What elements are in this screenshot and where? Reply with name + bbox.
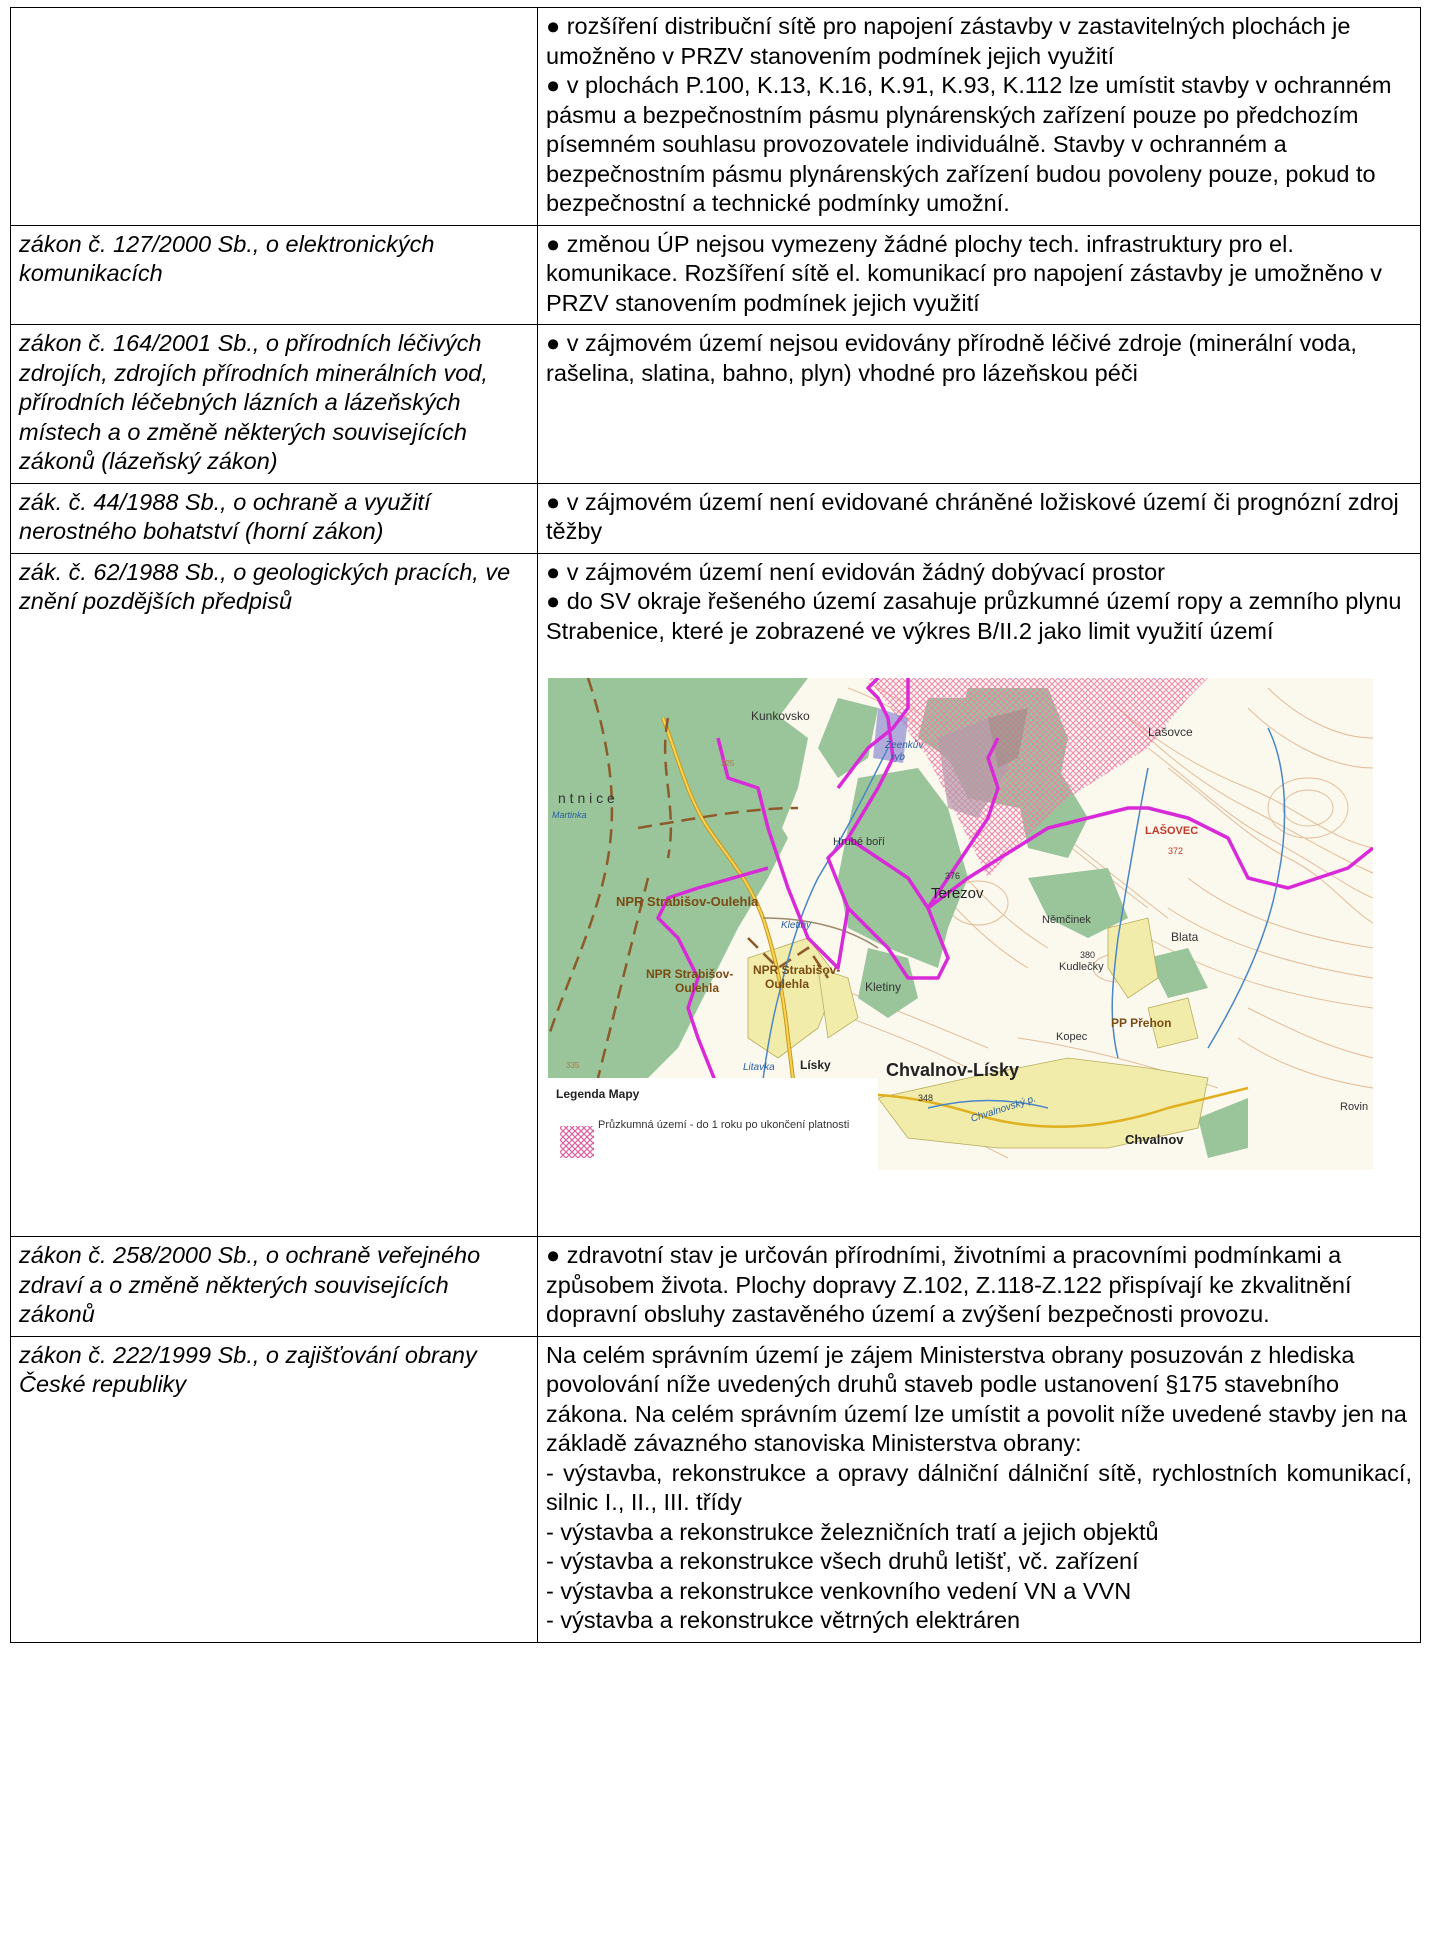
label-kunkovsko: Kunkovsko (751, 709, 810, 723)
requirement-paragraph: ● v zájmovém území nejsou evidovány přír… (546, 330, 1357, 386)
label-blata: Blata (1171, 930, 1199, 944)
legend-title: Legenda Mapy (556, 1087, 640, 1101)
law-cell: zákon č. 164/2001 Sb., o přírodních léči… (10, 324, 538, 484)
requirement-paragraph: - výstavba a rekonstrukce větrných elekt… (546, 1607, 1021, 1633)
law-cell: zákon č. 127/2000 Sb., o elektronických … (10, 224, 538, 325)
label-kletiny: Kletiny (865, 980, 901, 994)
requirement-cell: ● rozšíření distribuční sítě pro napojen… (537, 7, 1421, 226)
requirement-paragraph: Na celém správním území je zájem Ministe… (546, 1341, 1407, 1457)
label-chvalnov-lisky: Chvalnov-Lísky (886, 1060, 1019, 1080)
label-lasovec-alt: 372 (1168, 846, 1183, 856)
law-title: zák. č. 44/1988 Sb., o ochraně a využití… (19, 488, 431, 545)
map-water (757, 727, 1286, 1119)
law-cell: zákon č. 222/1999 Sb., o zajišťování obr… (10, 1335, 538, 1643)
table-row: zákon č. 258/2000 Sb., o ochraně veřejné… (10, 1236, 1421, 1337)
label-ntnice: n t n i c e (558, 790, 615, 806)
label-elev-325: 325 (721, 759, 735, 768)
requirement-paragraph: ● v zájmovém území není evidované chráně… (546, 488, 1399, 545)
exploration-area-overlap (938, 718, 1008, 818)
law-title: zákon č. 258/2000 Sb., o ochraně veřejné… (19, 1242, 481, 1327)
label-terezov-alt: 376 (945, 871, 960, 881)
exploration-area-map: Kunkovsko Zeenkův ryb Lašovce n t n i c … (548, 678, 1373, 1170)
label-npr-2b: Oulehla (675, 981, 719, 995)
table-row: zák. č. 44/1988 Sb., o ochraně a využití… (10, 482, 1421, 554)
requirement-cell: ● v zájmovém území nejsou evidovány přír… (537, 324, 1421, 484)
law-cell: zákon č. 258/2000 Sb., o ochraně veřejné… (10, 1236, 538, 1337)
requirement-paragraph: - výstavba a rekonstrukce venkovního ved… (546, 1577, 1132, 1604)
requirement-paragraph: ● změnou ÚP nejsou vymezeny žádné plochy… (546, 230, 1382, 316)
table-row: zákon č. 164/2001 Sb., o přírodních léči… (10, 324, 1421, 484)
law-cell: zák. č. 44/1988 Sb., o ochraně a využití… (10, 482, 538, 554)
table-row: zákon č. 127/2000 Sb., o elektronických … (10, 224, 1421, 325)
requirement-cell: ● změnou ÚP nejsou vymezeny žádné plochy… (537, 224, 1421, 325)
label-zeenkuv: Zeenkův (884, 739, 924, 751)
requirement-paragraph: - výstavba, rekonstrukce a opravy dálnič… (546, 1459, 1412, 1516)
label-npr-3a: NPR Strabišov- (753, 963, 840, 977)
label-hrube-bori: Hrubé boří (833, 836, 885, 848)
requirement-cell: Na celém správním území je zájem Ministe… (537, 1335, 1421, 1643)
map-labels: Kunkovsko Zeenkův ryb Lašovce n t n i c … (552, 709, 1368, 1147)
label-npr-3b: Oulehla (765, 977, 809, 991)
requirement-paragraph: - výstavba a rekonstrukce všech druhů le… (546, 1548, 1139, 1574)
requirement-cell: ● v zájmovém území není evidován žádný d… (537, 552, 1421, 1237)
requirements-table: ● rozšíření distribuční sítě pro napojen… (10, 7, 1421, 1643)
law-cell: zák. č. 62/1988 Sb., o geologických prac… (10, 552, 538, 1237)
map-villages (747, 917, 1209, 1149)
label-npr-1: NPR Strabišov-Oulehla (616, 894, 759, 909)
label-martinka: Martinka (552, 810, 587, 820)
label-lasovce: Lašovce (1148, 725, 1193, 739)
label-pp-prehon: PP Přehon (1111, 1016, 1171, 1030)
table-row: ● rozšíření distribuční sítě pro napojen… (10, 7, 1421, 226)
requirement-paragraph: ● do SV okraje řešeného území zasahuje p… (546, 588, 1402, 644)
label-chvalnov: Chvalnov (1125, 1132, 1184, 1147)
label-kudlecky-alt: 380 (1080, 950, 1095, 960)
label-nemcinek: Němčinek (1042, 914, 1091, 926)
law-title: zák. č. 62/1988 Sb., o geologických prac… (19, 558, 511, 615)
requirement-paragraph: ● zdravotní stav je určován přírodními, … (546, 1242, 1352, 1327)
requirement-paragraph: ● v plochách P.100, K.13, K.16, K.91, K.… (546, 72, 1392, 216)
law-title: zákon č. 127/2000 Sb., o elektronických … (19, 230, 435, 287)
label-alt-348: 348 (918, 1093, 933, 1103)
requirement-paragraph: - výstavba a rekonstrukce železničních t… (546, 1518, 1159, 1545)
label-kletiny-small: Kletiny (781, 920, 812, 931)
requirement-paragraph: ● v zájmovém území není evidován žádný d… (546, 558, 1165, 585)
table-row: zák. č. 62/1988 Sb., o geologických prac… (10, 552, 1421, 1237)
requirement-cell: ● zdravotní stav je určován přírodními, … (537, 1236, 1421, 1337)
law-cell (10, 7, 538, 226)
law-title: zákon č. 164/2001 Sb., o přírodních léči… (19, 330, 488, 474)
map-legend: Legenda Mapy Průzkumná území - do 1 roku… (548, 1078, 878, 1170)
label-lisky: Lísky (800, 1058, 831, 1072)
label-rovin: Rovin (1340, 1101, 1368, 1113)
label-npr-2a: NPR Strabišov- (646, 967, 733, 981)
requirement-paragraph: ● rozšíření distribuční sítě pro napojen… (546, 13, 1351, 69)
legend-item-label: Průzkumná území - do 1 roku po ukončení … (598, 1119, 849, 1131)
legend-hatch-swatch (560, 1126, 594, 1158)
exploration-area (868, 678, 1208, 878)
label-ryb: ryb (891, 752, 905, 763)
label-litavka: Litavka (743, 1062, 775, 1073)
label-terezov: Terezov (931, 885, 984, 902)
law-title: zákon č. 222/1999 Sb., o zajišťování obr… (19, 1341, 477, 1398)
map-paths (548, 678, 830, 1119)
label-lasovec: LAŠOVEC (1145, 824, 1198, 837)
requirement-cell: ● v zájmovém území není evidované chráně… (537, 482, 1421, 554)
table-row: zákon č. 222/1999 Sb., o zajišťování obr… (10, 1335, 1421, 1643)
label-kudlecky: Kudlečky (1059, 961, 1104, 973)
label-kopec: Kopec (1056, 1031, 1088, 1043)
label-elev-335: 335 (566, 1061, 580, 1070)
